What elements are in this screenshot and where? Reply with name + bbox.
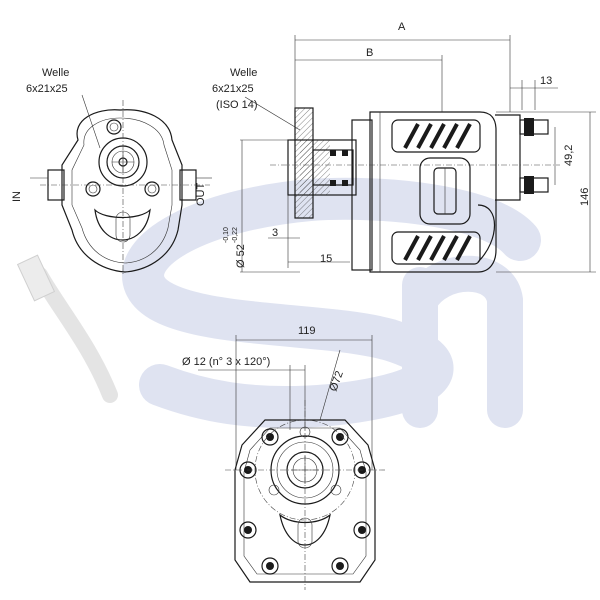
dimension-lines <box>30 35 596 470</box>
dim-label-119: 119 <box>298 325 316 337</box>
leader-shaft-side <box>244 96 301 131</box>
front-view <box>40 94 210 275</box>
dim-label-15: 15 <box>320 253 332 265</box>
dim-label-3: 3 <box>272 227 278 239</box>
watermark-h-arch <box>402 255 523 428</box>
side-view <box>244 96 560 273</box>
dim-label-a: A <box>398 21 406 33</box>
out-port-label: OUT <box>195 183 207 207</box>
front-view-bolts <box>85 119 160 197</box>
side-slots-top <box>391 119 481 153</box>
dim-label-146: 146 <box>579 188 591 206</box>
rear-housing <box>234 419 376 583</box>
leader-d72 <box>319 349 341 421</box>
side-shaft-label-3: (ISO 14) <box>216 99 258 111</box>
pump-body <box>369 111 497 273</box>
watermark-logo <box>16 177 541 429</box>
dim-label-d52: Ø 52 <box>235 244 247 268</box>
tolerance-upper: -0,10 <box>223 227 230 243</box>
side-slots-bottom <box>391 231 481 265</box>
rear-view <box>225 400 385 590</box>
side-shaft-label-2: 6x21x25 <box>212 83 254 95</box>
watermark-s-arc <box>122 177 541 429</box>
in-port-label: IN <box>11 191 23 202</box>
dim-label-b: B <box>366 47 373 59</box>
side-shaft-label-1: Welle <box>230 67 257 79</box>
tolerance-lower: -0,22 <box>232 227 239 243</box>
leader-shaft-front <box>81 94 101 149</box>
front-shaft-label-1: Welle <box>42 67 69 79</box>
dim-label-13: 13 <box>540 75 552 87</box>
dim-label-49-2: 49,2 <box>563 145 575 166</box>
dim-label-d12: Ø 12 (n° 3 x 120°) <box>182 356 270 368</box>
watermark-cable <box>16 254 118 403</box>
labels: Welle 6x21x25 IN OUT Welle 6x21x25 (ISO … <box>11 21 591 393</box>
front-shaft-label-2: 6x21x25 <box>26 83 68 95</box>
